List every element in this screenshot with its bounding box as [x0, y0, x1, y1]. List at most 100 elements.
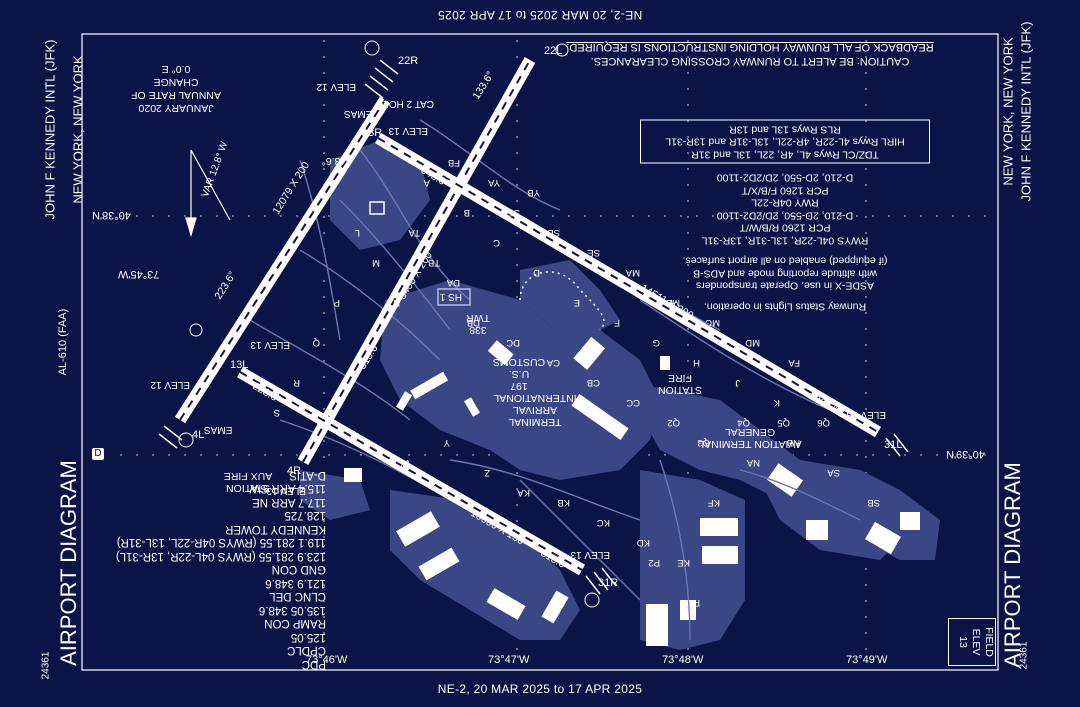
taxiway-letter: NB [787, 437, 800, 448]
mag-note-line: JANUARY 2020 [138, 102, 214, 114]
emas-label-lower: EMAS [204, 424, 233, 435]
elev-label: ELEV 13 [250, 339, 290, 350]
taxiway-letter: FA [788, 357, 800, 368]
runway-end-label: 4R [287, 465, 301, 477]
emas-label-upper: EMAS [344, 108, 373, 119]
caution-note: CAUTION: BE ALERT TO RUNWAY CROSSING CLE… [560, 40, 940, 68]
tower-label: 338 TWR [460, 312, 496, 336]
tower-line: 338 [469, 324, 487, 336]
caution-line: CAUTION: BE ALERT TO RUNWAY CROSSING CLE… [590, 55, 910, 67]
cpdlc-badge: D [92, 448, 104, 460]
strength-line: D-210, 2D-550, 2D/2D2-1100 [716, 209, 854, 222]
taxiway-letter: CB [587, 377, 600, 388]
dims-4r-22l: 12079 X 200 [270, 160, 312, 217]
taxiway-letter: P1 [688, 597, 700, 608]
taxiway-letter: DA [446, 277, 460, 288]
elev-labels: ELEV 12 ELEV 13 ELEV 13 ELEV 12 ELEV 13 … [150, 81, 886, 560]
taxiway-letter: C [493, 237, 500, 248]
field-elevation-box: FIELD ELEV 13 [948, 618, 996, 666]
freq-line: 121.9 348.6 [265, 577, 326, 589]
customs-line: 197 [510, 380, 528, 392]
hs1-box [437, 288, 471, 306]
freq-line: RAMP CON [264, 617, 326, 630]
runways [174, 57, 882, 576]
asde-line: with altitude reporting mode and ADS-B [693, 267, 877, 280]
taxiway-letter: P [334, 297, 340, 308]
taxiway-letter: W [401, 457, 410, 468]
taxiway-letter: D [533, 267, 540, 278]
taxiway-letter: H [693, 357, 700, 368]
lon-label-left: 73°45'W [118, 268, 160, 280]
field-elev-line: ELEV [970, 628, 982, 656]
taxiway-letter: TA [408, 227, 420, 238]
elev-label: ELEV 13 [266, 485, 306, 496]
chart-frame [81, 33, 999, 671]
runway-notes: Runway Status Lights in operation. ASDE-… [640, 120, 930, 313]
mag-note-line: 0.0° E [161, 63, 191, 75]
taxiway-letter: KF [708, 497, 720, 508]
strength-line: PCR 1260 R/B/W/T [739, 222, 831, 234]
coordinate-grid [120, 40, 990, 660]
runway-end-label: 13L [230, 359, 248, 371]
circle-markers [178, 40, 600, 608]
customs-line: U.S. CUSTOMS [492, 356, 546, 380]
field-elev-line: 13 [957, 636, 969, 648]
frequency-list: PDC CPDLC 125.05 RAMP CON 135.05 348.6 C… [76, 469, 327, 670]
taxiway-letter: J [735, 377, 740, 388]
taxiway-letter: DB [467, 317, 480, 328]
taxiway-letter: S [274, 407, 280, 418]
intl-line: TERMINAL [508, 416, 562, 428]
gen-av-label: AVIATION TERMINAL GENERAL [690, 426, 810, 450]
freq-line: GND CON [271, 563, 326, 576]
taxiway-letter: KA [517, 487, 530, 498]
fire-line: FIRE [668, 372, 692, 384]
freq-line: D-ATIS [289, 469, 326, 481]
runway-4r-22l [174, 96, 391, 424]
elev-label: ELEV 13 [846, 409, 886, 420]
freq-line: CPDLC [287, 644, 326, 657]
freq-line: KENNEDY TOWER [225, 523, 326, 535]
taxiway-letter: M [372, 257, 380, 268]
taxiway-letter: R [293, 377, 300, 388]
taxiway-letter: E [574, 297, 580, 308]
lon-label: 73°48'W [662, 654, 704, 666]
taxiway-letter: V [363, 437, 370, 448]
taxiway-letter: CC [626, 397, 640, 408]
tower-line: TWR [466, 312, 490, 324]
runway-heading-label: 043.6° [322, 155, 352, 167]
freq-line: PDC [301, 658, 326, 670]
magnetic-arrow [185, 149, 231, 238]
taxiway-letter: DC [506, 337, 520, 348]
lon-label: 73°49'W [846, 654, 888, 666]
lat-label-lower: 40°39'N [946, 448, 985, 460]
elev-label: ELEV 12 [150, 379, 190, 390]
strength-line: D-210, 2D-550, 2D/2D2-1100 [716, 172, 854, 184]
intl-line: ARRIVAL [512, 404, 558, 416]
lighting-box: TDZ/CL Rwys 4L, 4R, 22L, 13L and 31R HIR… [640, 120, 930, 164]
runway-heading-label: 223.6° [212, 269, 238, 301]
taxiway-letter: F [614, 317, 620, 328]
freq-line: 117.7 ARR NE [252, 496, 326, 508]
lon-label: 73°46'W [306, 654, 348, 666]
cat2-hold-label: CAT 2 HOLD [376, 98, 434, 109]
lighting-line: HIRL Rwys 4L-22R, 4R-22L, 13L-31R and 13… [665, 136, 905, 148]
field-elev-line: FIELD [983, 627, 995, 657]
taxiway-letter: L [355, 227, 360, 238]
strength-line: RWYS 04L-22R, 13L-31R, 13R-31L [701, 234, 869, 247]
asde-line: ASDE-X in use. Operate transponders [696, 280, 875, 292]
taxiway-letter: MA [625, 267, 640, 278]
taxiway-letter: Q3 [697, 437, 710, 448]
freq-line: 115.4 ARR SW [249, 482, 327, 495]
caution-line: READBACK OF ALL RUNWAY HOLDING INSTRUCTI… [566, 41, 934, 53]
mag-note: JANUARY 2020 ANNUAL RATE OF CHANGE 0.0° … [116, 62, 236, 114]
airport-beacon-icon [369, 201, 385, 215]
freq-line: 123.9 281.55 (RWYS 04L-22R, 13R-31L) [115, 550, 326, 562]
intl-line: INTERNATIONAL [493, 392, 577, 404]
aux-fire-label: STATION AUX FIRE [218, 470, 278, 494]
mag-note-line: ANNUAL RATE OF CHANGE [131, 76, 221, 101]
strength-line: PCR 1260 F/B/X/T [741, 184, 829, 197]
taxiway-letter: YA [487, 177, 500, 188]
taxiway-letter: Q4 [737, 417, 750, 428]
aux-fire-line: STATION [226, 482, 270, 494]
hs1-label: HS 1 [439, 291, 462, 302]
